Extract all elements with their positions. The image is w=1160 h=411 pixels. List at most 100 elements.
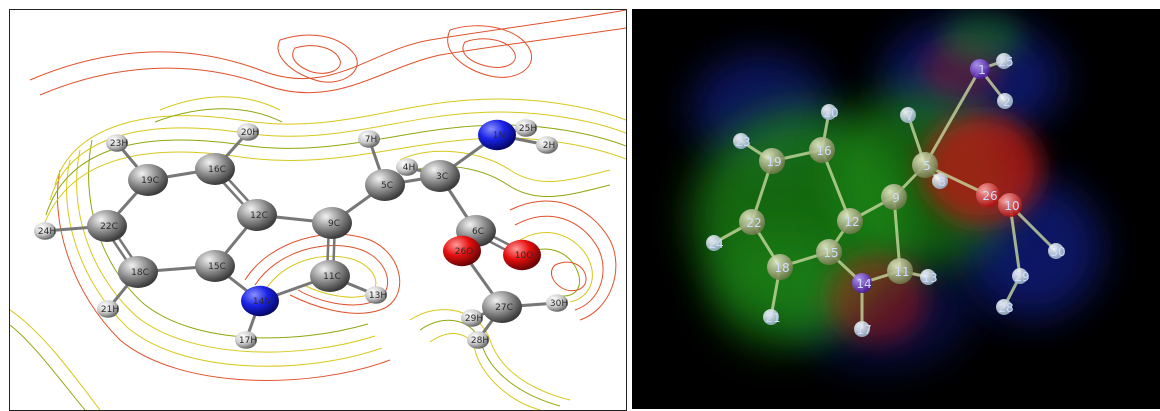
atom-label-26O: 26O bbox=[455, 247, 474, 257]
atom-26O bbox=[443, 235, 481, 267]
atom-24H bbox=[34, 222, 56, 240]
atom-label-14N: 14N bbox=[253, 297, 271, 307]
atom-r-24 bbox=[706, 235, 722, 251]
atom-r-label-18: 18 bbox=[774, 261, 789, 275]
atom-r-label-24: 24 bbox=[708, 237, 723, 251]
atom-r-label-11: 11 bbox=[894, 265, 909, 279]
atom-r-8 bbox=[932, 173, 948, 189]
atom-r-label-1: 1 bbox=[978, 63, 986, 77]
atom-20H bbox=[237, 123, 259, 141]
atom-label-3C: 3C bbox=[436, 172, 448, 182]
atom-21H bbox=[97, 300, 119, 318]
atom-9C bbox=[312, 207, 352, 239]
atom-label-6C: 6C bbox=[472, 227, 484, 237]
atom-18C bbox=[118, 256, 158, 288]
contour-molecule-diagram: 1N2H3C4H5C6C7H9C10O11C12C13H14N15C16C17H… bbox=[10, 10, 626, 410]
atom-12C bbox=[237, 199, 277, 231]
atom-r-30 bbox=[1048, 243, 1064, 259]
atom-5C bbox=[365, 169, 405, 201]
atom-label-4H: 4H bbox=[403, 163, 416, 173]
atom-r-11 bbox=[887, 258, 913, 284]
atom-r-15 bbox=[816, 239, 842, 265]
atom-19C bbox=[128, 164, 168, 196]
atom-r-16 bbox=[809, 137, 835, 163]
atom-label-15C: 15C bbox=[208, 262, 226, 272]
atom-label-23H: 23H bbox=[110, 139, 128, 149]
atom-r-label-5: 5 bbox=[923, 159, 931, 173]
atom-label-2H: 2H bbox=[543, 141, 556, 151]
bond-r-1-5 bbox=[923, 68, 982, 166]
atom-label-9C: 9C bbox=[328, 219, 340, 229]
atom-r-label-20: 20 bbox=[823, 106, 838, 120]
atom-3C bbox=[420, 160, 460, 192]
atom-r-label-13: 13 bbox=[922, 271, 937, 285]
atom-r-label-19: 19 bbox=[766, 155, 781, 169]
atom-r-12 bbox=[837, 208, 863, 234]
atom-label-18C: 18C bbox=[131, 268, 149, 278]
contour-lines bbox=[10, 10, 626, 410]
atom-r-label-17: 17 bbox=[856, 323, 871, 337]
atom-r-9 bbox=[881, 184, 907, 210]
atom-r-20 bbox=[821, 104, 837, 120]
atom-r-label-22: 22 bbox=[746, 216, 761, 230]
right-atom-layer: 1257891011121314151617181920212223242526… bbox=[706, 53, 1066, 337]
atom-15C bbox=[195, 250, 235, 282]
atom-r-19 bbox=[759, 148, 785, 174]
atom-label-25H: 25H bbox=[519, 124, 537, 134]
atom-r-18 bbox=[767, 254, 793, 280]
atom-label-19C: 19C bbox=[141, 176, 159, 186]
atom-r-5 bbox=[912, 152, 938, 178]
atom-label-12C: 12C bbox=[250, 211, 268, 221]
atom-r-label-10: 10 bbox=[1004, 199, 1019, 213]
atom-label-28H: 28H bbox=[471, 336, 489, 346]
atom-label-21H: 21H bbox=[101, 305, 119, 315]
atom-r-label-23: 23 bbox=[735, 135, 750, 149]
atom-label-7H: 7H bbox=[365, 135, 378, 145]
atom-2H bbox=[536, 136, 558, 154]
atom-13H bbox=[365, 286, 387, 304]
atom-label-20H: 20H bbox=[241, 128, 259, 138]
atom-r-label-16: 16 bbox=[816, 144, 831, 158]
atom-r-21 bbox=[763, 309, 779, 325]
atom-r-label-14: 14 bbox=[856, 277, 871, 291]
atom-r-25 bbox=[996, 53, 1012, 69]
potential-surface bbox=[692, 14, 1102, 369]
atom-label-27C: 27C bbox=[495, 303, 513, 313]
atom-label-24H: 24H bbox=[38, 227, 56, 237]
atom-23H bbox=[106, 134, 128, 152]
atom-r-1 bbox=[970, 59, 990, 79]
atom-r-13 bbox=[920, 269, 936, 285]
atom-label-13H: 13H bbox=[369, 291, 387, 301]
atom-r-7 bbox=[900, 107, 916, 123]
atom-r-23 bbox=[733, 133, 749, 149]
left-atom-layer: 1N2H3C4H5C6C7H9C10O11C12C13H14N15C16C17H… bbox=[34, 119, 568, 349]
atom-r-label-29: 29 bbox=[1014, 270, 1029, 284]
atom-4H bbox=[396, 158, 418, 176]
atom-r-label-25: 25 bbox=[998, 55, 1013, 69]
atom-r-label-15: 15 bbox=[823, 246, 838, 260]
atom-r-22 bbox=[739, 209, 765, 235]
atom-r-2 bbox=[997, 93, 1013, 109]
atom-label-11C: 11C bbox=[323, 272, 341, 282]
atom-28H bbox=[467, 331, 489, 349]
atom-16C bbox=[195, 153, 235, 185]
atom-r-28 bbox=[996, 299, 1012, 315]
atom-r-label-2: 2 bbox=[1003, 95, 1011, 109]
atom-r-label-21: 21 bbox=[765, 311, 780, 325]
atom-r-17 bbox=[854, 321, 870, 337]
atom-label-30H: 30H bbox=[550, 299, 568, 309]
atom-14N bbox=[241, 285, 279, 317]
atom-7H bbox=[358, 130, 380, 148]
atom-label-16C: 16C bbox=[208, 165, 226, 175]
atom-label-17H: 17H bbox=[239, 336, 257, 346]
atom-r-label-8: 8 bbox=[938, 175, 946, 189]
atom-1N bbox=[478, 119, 516, 151]
atom-25H bbox=[515, 119, 537, 137]
atom-r-label-7: 7 bbox=[906, 109, 914, 123]
atom-r-label-9: 9 bbox=[892, 191, 900, 205]
atom-r-10 bbox=[998, 193, 1022, 217]
atom-label-5C: 5C bbox=[381, 181, 393, 191]
atom-30H bbox=[546, 294, 568, 312]
atom-r-29 bbox=[1012, 268, 1028, 284]
